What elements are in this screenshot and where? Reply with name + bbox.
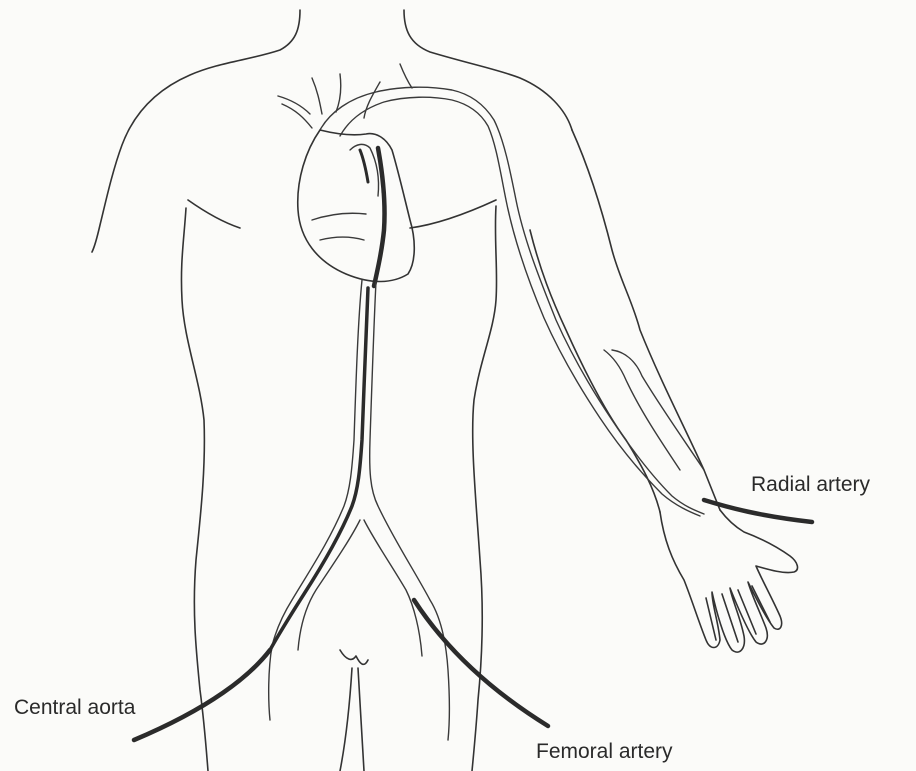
forearm-vessels — [604, 350, 704, 470]
aorta-catheter — [270, 288, 368, 650]
heart — [298, 130, 415, 282]
radial-artery-label: Radial artery — [751, 474, 870, 495]
hand-outline — [660, 510, 797, 652]
body-outline — [92, 10, 572, 771]
descending-aorta-right — [370, 282, 450, 740]
central-aorta-catheter — [134, 650, 270, 740]
femoral-artery-label: Femoral artery — [536, 741, 673, 762]
heart-detail — [312, 144, 379, 240]
descending-aorta-left — [269, 280, 362, 720]
groin-outline — [340, 650, 368, 771]
arm-outline — [530, 130, 720, 512]
heart-catheter — [374, 148, 385, 286]
neck-vessels — [278, 64, 412, 128]
central-aorta-label: Central aorta — [14, 697, 135, 718]
arm-artery — [340, 97, 700, 516]
heart-catheter-tip — [360, 150, 368, 182]
bifurcation-inner — [298, 520, 422, 656]
